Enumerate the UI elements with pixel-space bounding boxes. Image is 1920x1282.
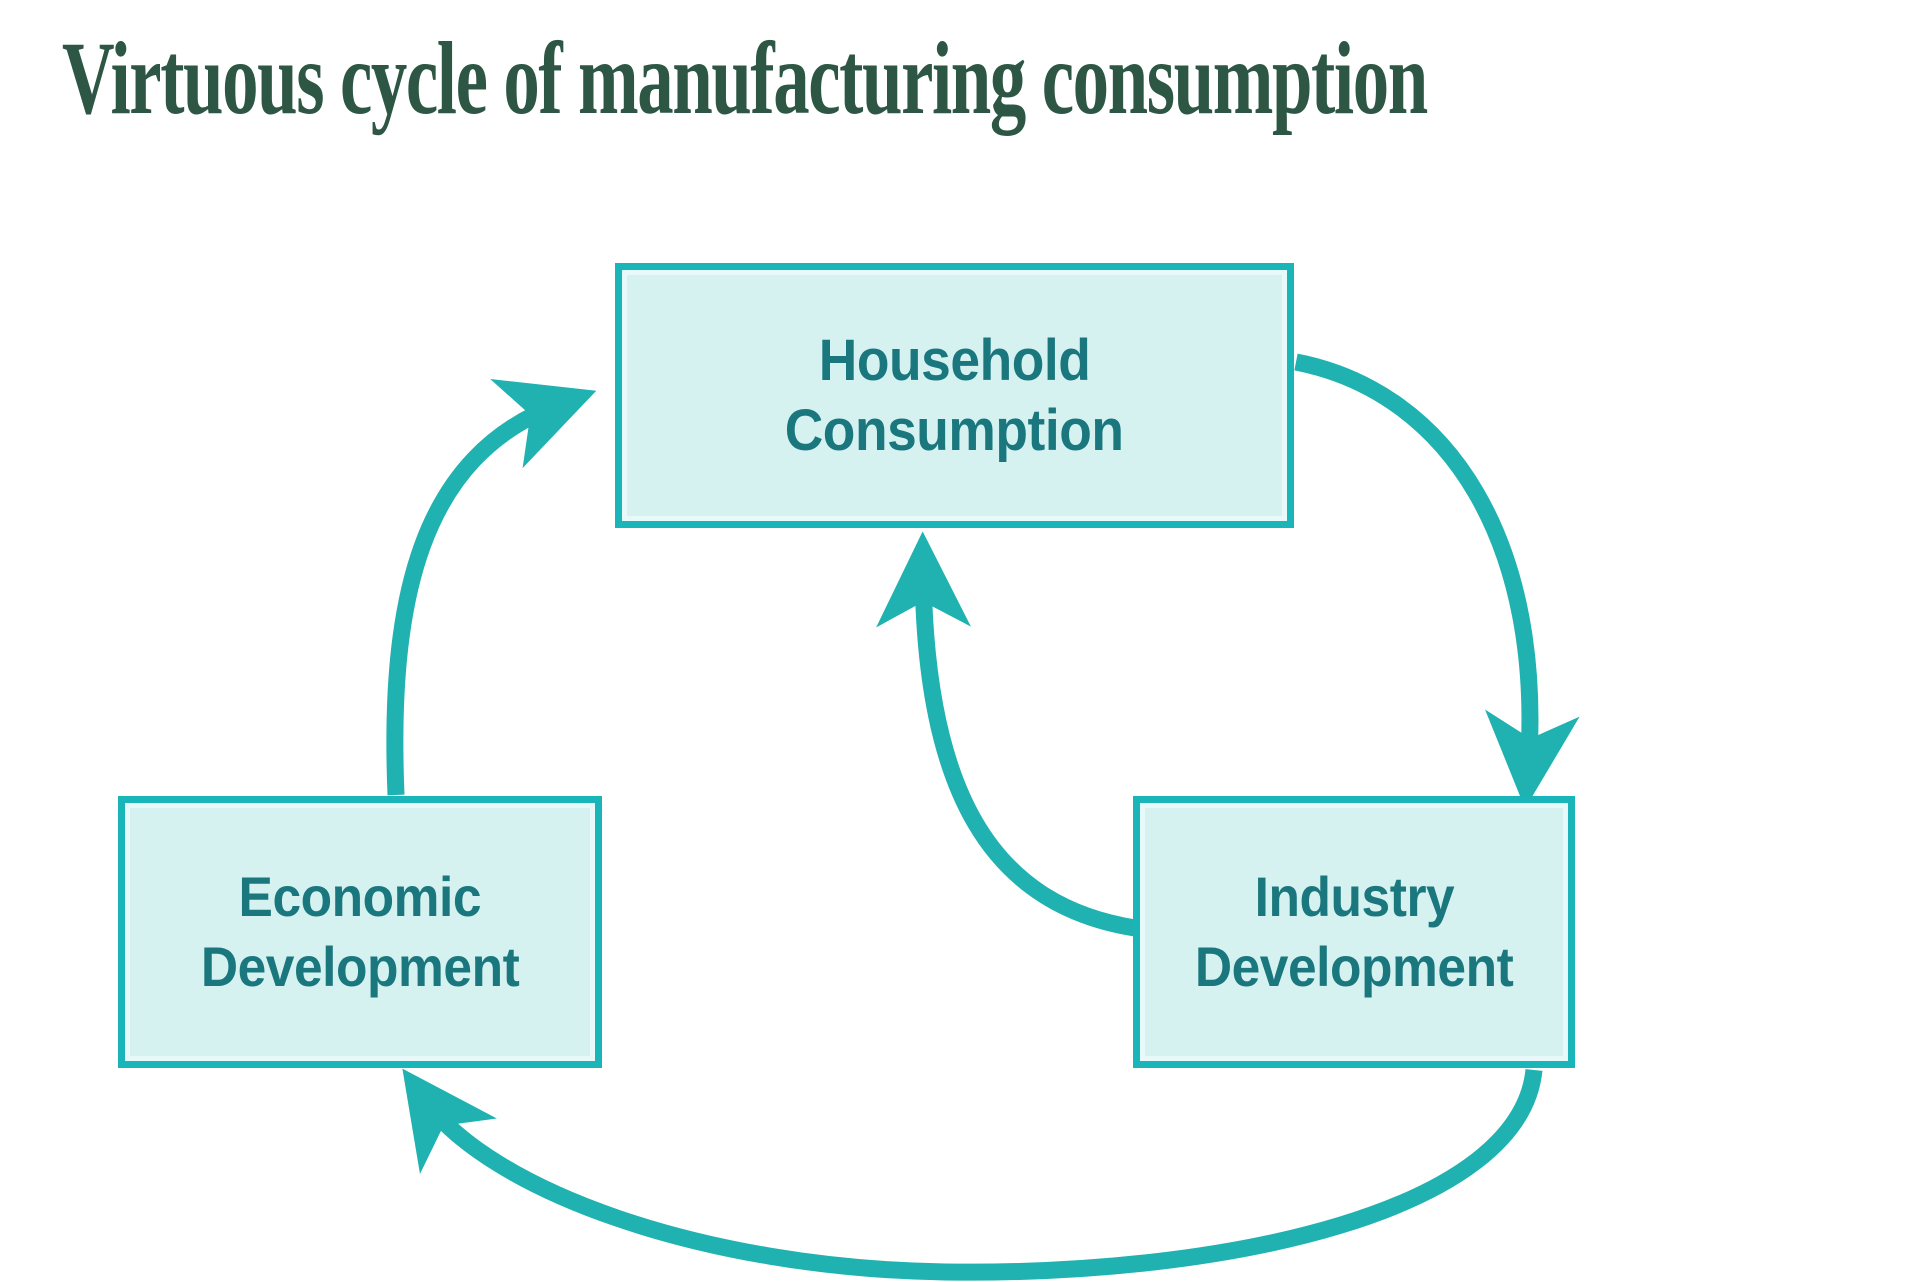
arrow-economic-to-household — [386, 379, 597, 796]
node-economic-line1: Economic — [238, 865, 482, 928]
arrow-industry-to-household — [876, 531, 1137, 937]
arrow-household-to-industry — [1294, 353, 1580, 809]
node-household-line1: Household — [818, 327, 1091, 393]
node-economic-development[interactable]: Economic Development — [118, 796, 602, 1068]
node-household-line2: Consumption — [785, 397, 1124, 463]
node-industry-line2: Development — [1194, 935, 1514, 998]
node-economic-line2: Development — [200, 935, 520, 998]
node-household-consumption[interactable]: Household Consumption — [615, 263, 1294, 528]
node-industry-line1: Industry — [1254, 865, 1454, 928]
node-industry-development[interactable]: Industry Development — [1133, 796, 1575, 1068]
page-title: Virtuous cycle of manufacturing consumpt… — [62, 21, 1428, 136]
arrow-industry-to-economic — [402, 1068, 1543, 1281]
